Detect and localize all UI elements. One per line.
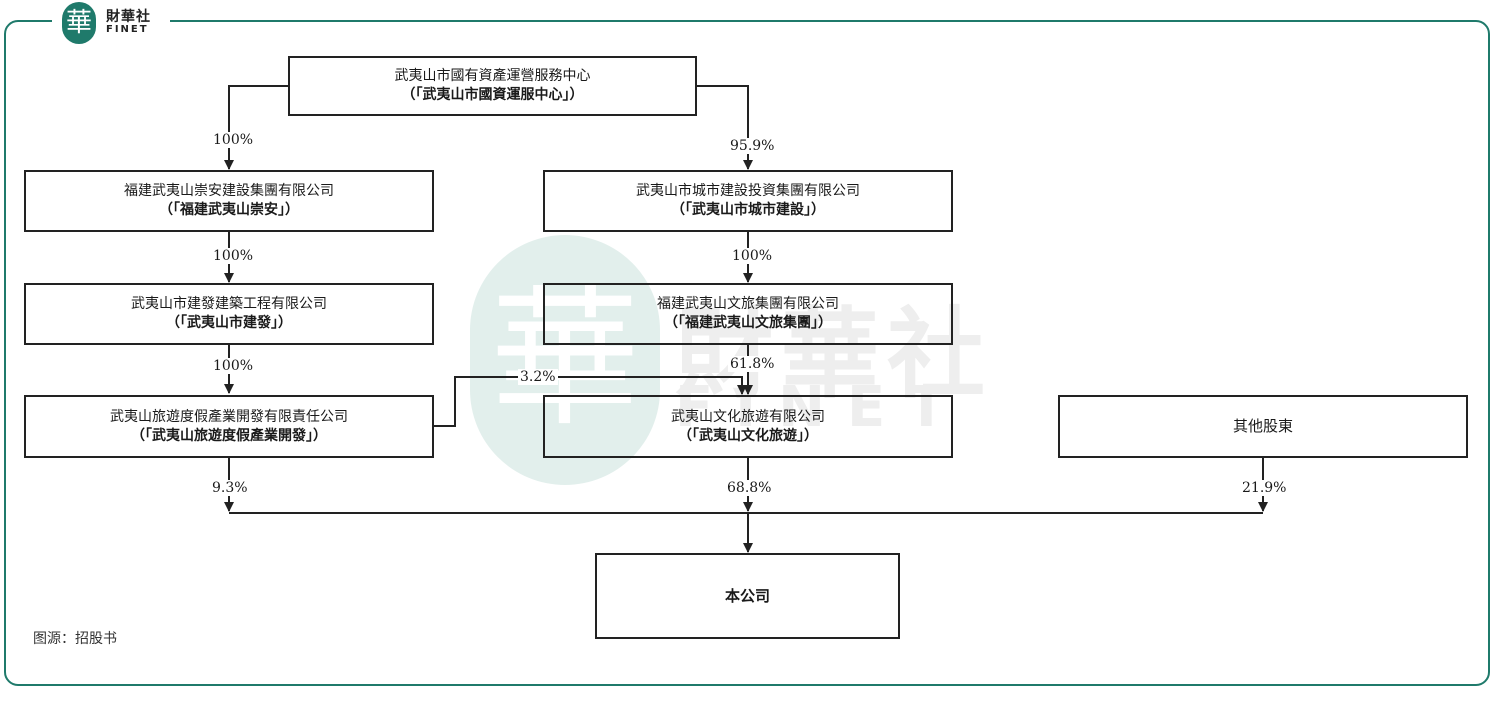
pct-lvyou-company: 9.3% [210,480,250,496]
edge-lvyou-wenhua [434,376,747,427]
entity-chongan: 福建武夷山崇安建設集團有限公司 （「福建武夷山崇安」） [24,170,434,232]
entity-top-name: 武夷山市國有資產運營服務中心 [394,68,591,84]
pct-wenlv-wenhua: 61.8% [728,356,777,372]
pct-top-city: 95.9% [728,138,777,154]
brand-name-en: FINET [106,24,149,35]
edge-top-city [696,85,753,170]
entity-chongan-name: 福建武夷山崇安建設集團有限公司 [124,183,334,199]
pct-top-chongan: 100% [211,132,256,148]
entity-lvyou-name: 武夷山旅遊度假產業開發有限責任公司 [110,408,348,425]
pct-others-company: 21.9% [1240,480,1289,496]
entity-wenlv-group-name: 福建武夷山文旅集團有限公司 [657,296,839,312]
edge-top-chongan [224,85,288,170]
pct-wenhua-company: 68.8% [725,480,774,496]
entity-top-short: （「武夷山市國資運服中心」） [401,87,584,103]
source-note: 图源：招股书 [33,631,117,647]
entity-top: 武夷山市國有資產運營服務中心 （「武夷山市國資運服中心」） [288,56,697,116]
entity-others-name: 其他股東 [1232,417,1293,435]
entity-chongan-short: （「福建武夷山崇安」） [159,202,299,218]
brand-logo: 華 財華社 FINET [52,0,170,46]
entity-company-name: 本公司 [724,586,770,605]
pct-chongan-jianfa: 100% [211,248,256,264]
entity-wenhua: 武夷山文化旅遊有限公司 （「武夷山文化旅遊」） [543,395,953,458]
entity-wenhua-short: （「武夷山文化旅遊」） [678,427,818,444]
chart-frame [4,20,1490,686]
entity-jianfa-short: （「武夷山市建發」） [166,315,292,331]
brand-name-cn: 財華社 [106,9,151,25]
pct-lvyou-wenhua: 3.2% [518,369,558,385]
entity-city: 武夷山市城市建設投資集團有限公司 （「武夷山市城市建設」） [543,170,953,232]
entity-city-name: 武夷山市城市建設投資集團有限公司 [636,183,860,199]
entity-wenhua-name: 武夷山文化旅遊有限公司 [671,408,825,425]
entity-wenlv-group: 福建武夷山文旅集團有限公司 （「福建武夷山文旅集團」） [543,283,953,345]
brand-mark-icon: 華 [62,2,96,44]
entity-wenlv-group-short: （「福建武夷山文旅集團」） [664,315,832,331]
pct-jianfa-lvyou: 100% [211,358,256,374]
entity-company: 本公司 [595,553,900,639]
entity-others: 其他股東 [1058,395,1468,458]
entity-lvyou: 武夷山旅遊度假產業開發有限責任公司 （「武夷山旅遊度假產業開發」） [24,395,434,458]
entity-lvyou-short: （「武夷山旅遊度假產業開發」） [131,427,327,444]
pct-city-wenlv: 100% [730,248,775,264]
entity-jianfa: 武夷山市建發建築工程有限公司 （「武夷山市建發」） [24,283,434,345]
entity-jianfa-name: 武夷山市建發建築工程有限公司 [131,296,327,312]
entity-city-short: （「武夷山市城市建設」） [671,202,825,218]
